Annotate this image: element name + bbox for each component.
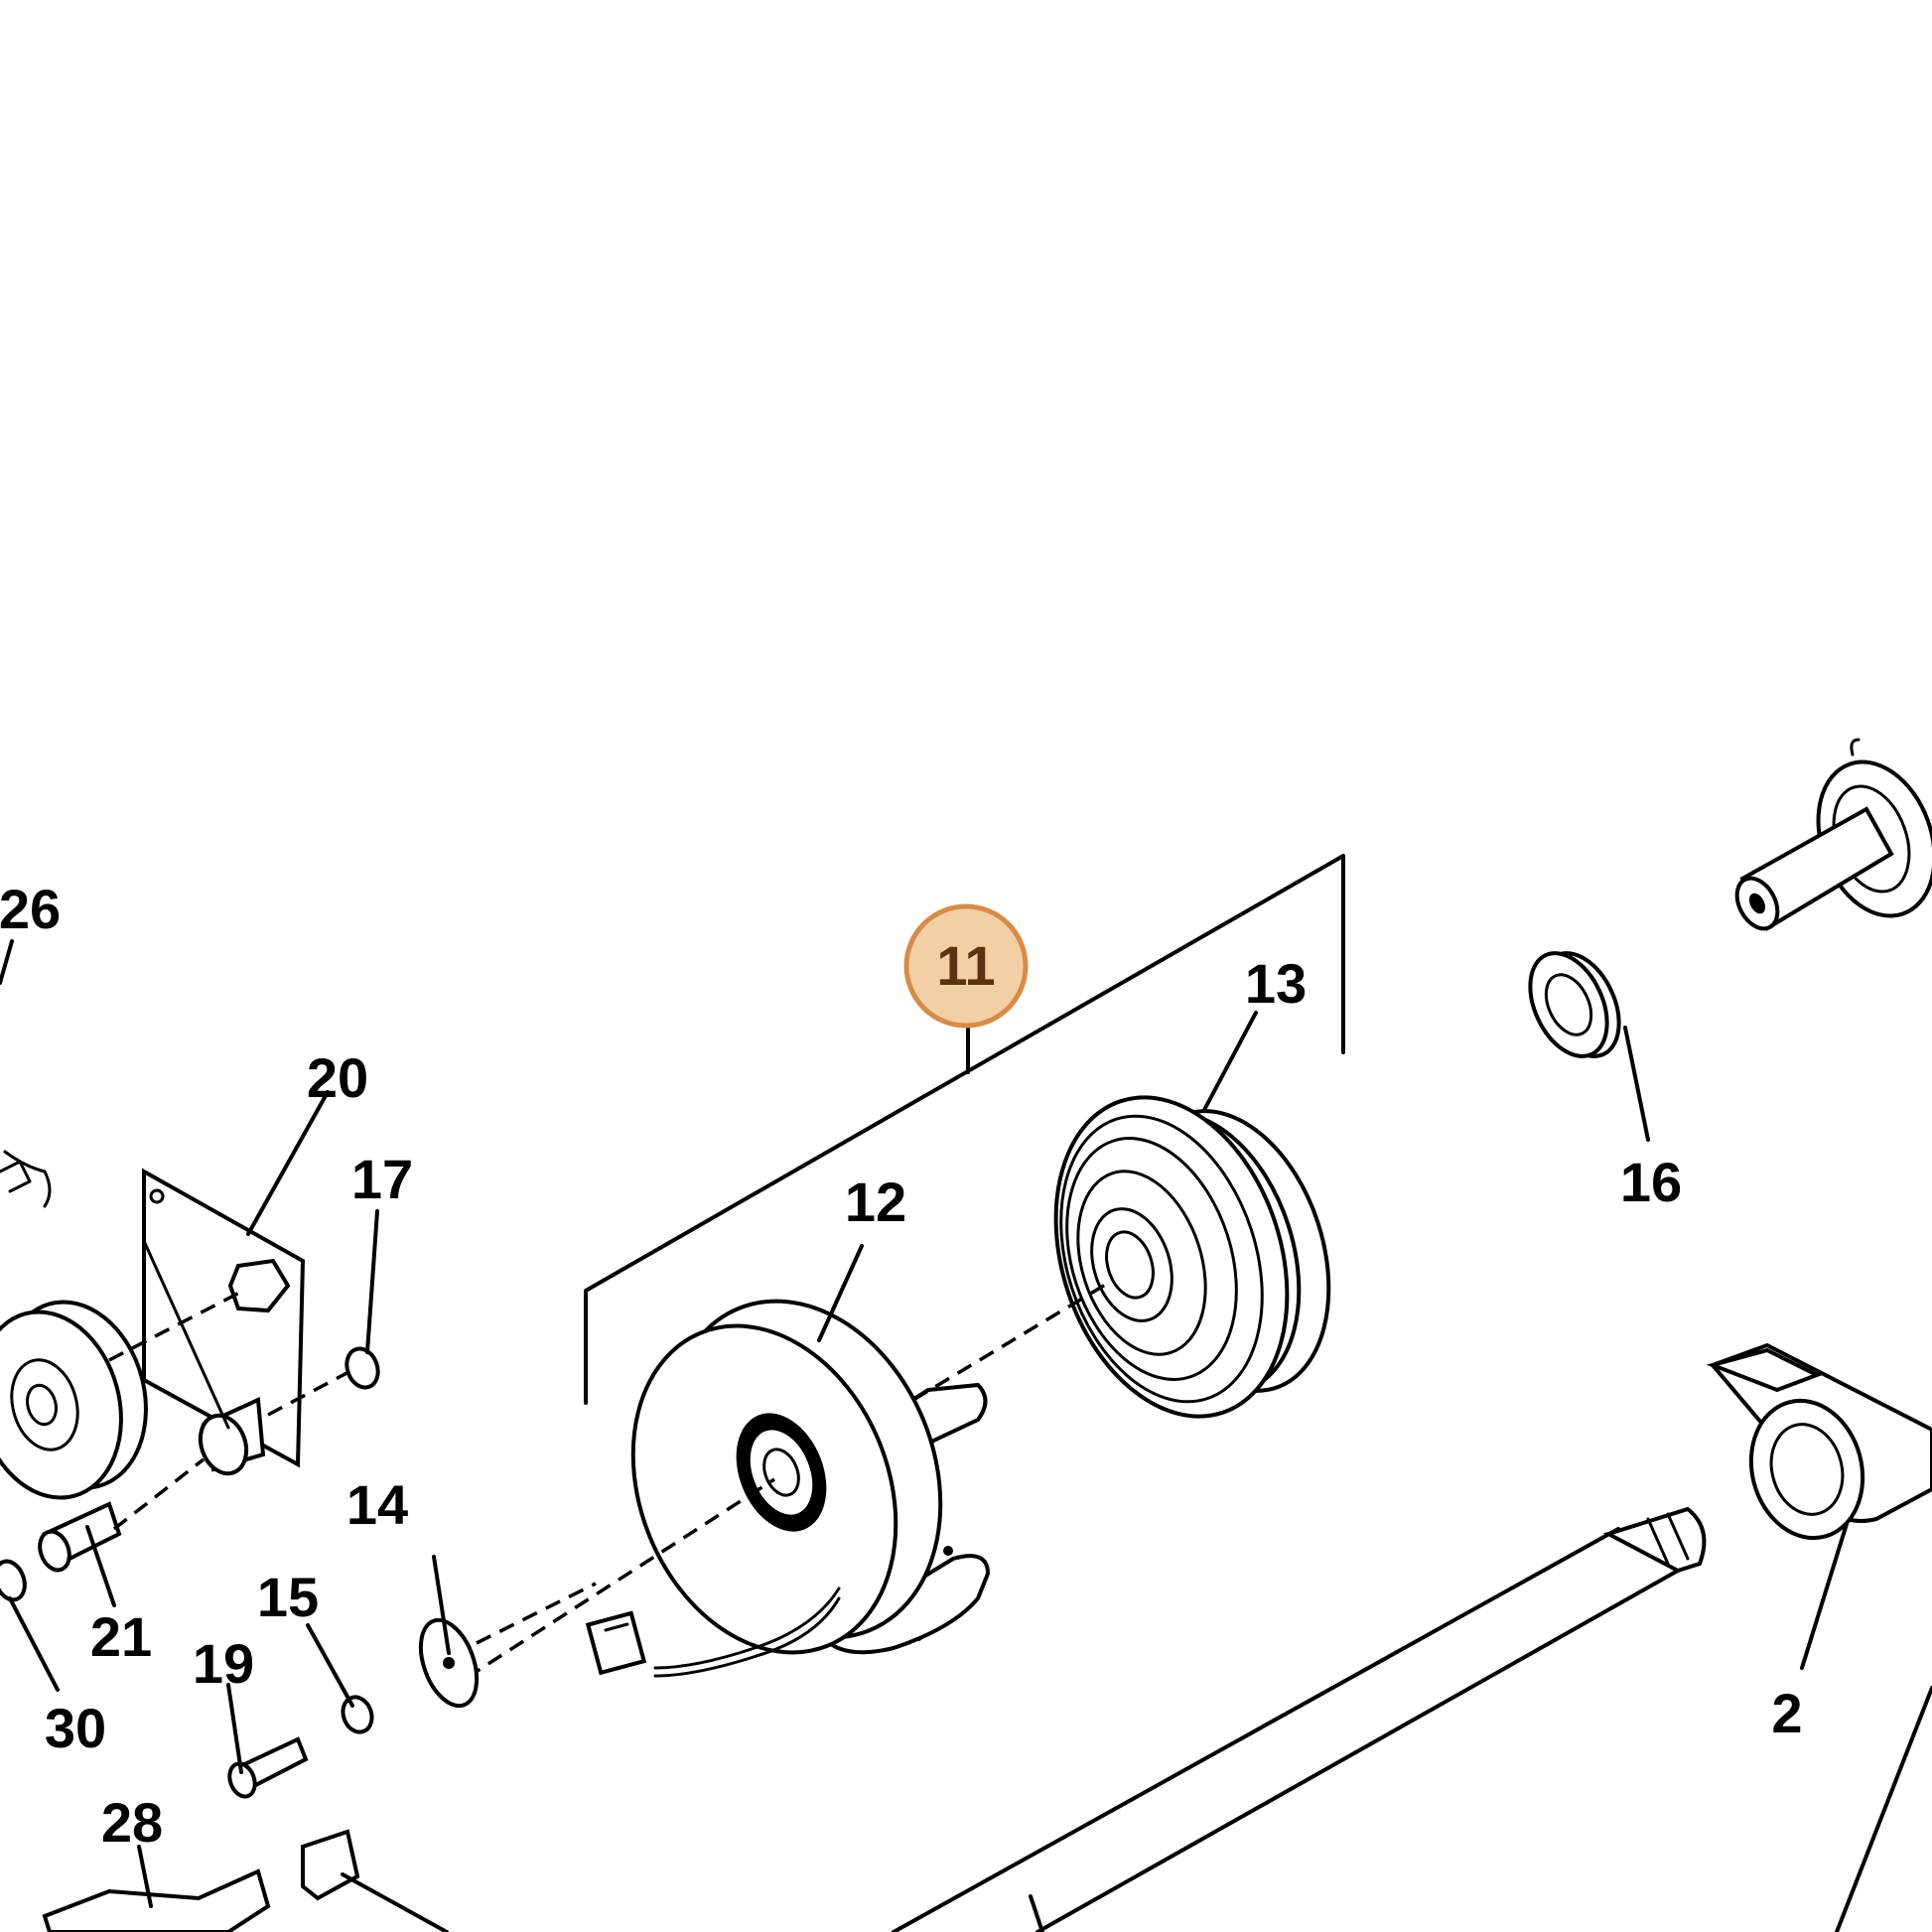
callout-13[interactable]: 13 (1245, 952, 1307, 1015)
callout-13-label: 13 (1245, 952, 1307, 1015)
leader-lines (0, 939, 1849, 1908)
callout-28-label: 28 (101, 1791, 163, 1854)
bearing-part (1528, 951, 1621, 1058)
callout-30[interactable]: 30 (45, 1697, 106, 1759)
callout-11-label: 11 (936, 934, 995, 997)
callout-16[interactable]: 16 (1620, 1151, 1682, 1213)
callout-21[interactable]: 21 (90, 1605, 152, 1668)
callout-15-label: 15 (257, 1566, 319, 1628)
pulley-part (1053, 1095, 1331, 1419)
pillow-block-part (1706, 1342, 1932, 1932)
callout-30-label: 30 (45, 1697, 106, 1759)
callout-14[interactable]: 14 (346, 1473, 408, 1536)
callout-26-label: 26 (0, 878, 61, 940)
callout-12-label: 12 (845, 1171, 906, 1233)
shaft-part (892, 1506, 1707, 1932)
callout-20-label: 20 (307, 1046, 368, 1109)
callout-28[interactable]: 28 (101, 1791, 163, 1854)
callout-11[interactable]: 11 (903, 903, 1029, 1029)
callout-26[interactable]: 26 (0, 878, 61, 940)
callout-21-label: 21 (90, 1605, 152, 1668)
callout-19[interactable]: 19 (193, 1632, 254, 1695)
callout-17[interactable]: 17 (351, 1148, 413, 1210)
callout-12[interactable]: 12 (845, 1171, 906, 1233)
callout-16-label: 16 (1620, 1151, 1682, 1213)
callout-17-label: 17 (351, 1148, 413, 1210)
callout-14-label: 14 (346, 1473, 408, 1536)
callout-19-label: 19 (193, 1632, 254, 1695)
callout-2-label: 2 (1771, 1682, 1802, 1744)
electric-clutch-part (585, 1299, 991, 1678)
flange-shaft-part (1734, 738, 1932, 931)
callout-20[interactable]: 20 (307, 1046, 368, 1109)
clip-part (42, 1829, 449, 1932)
nut-part (341, 1695, 374, 1734)
callout-15[interactable]: 15 (257, 1566, 319, 1628)
callout-2[interactable]: 2 (1771, 1682, 1802, 1744)
bolt-part (227, 1736, 309, 1799)
washer-part (418, 1582, 597, 1709)
idler-assembly-part (0, 1150, 380, 1602)
